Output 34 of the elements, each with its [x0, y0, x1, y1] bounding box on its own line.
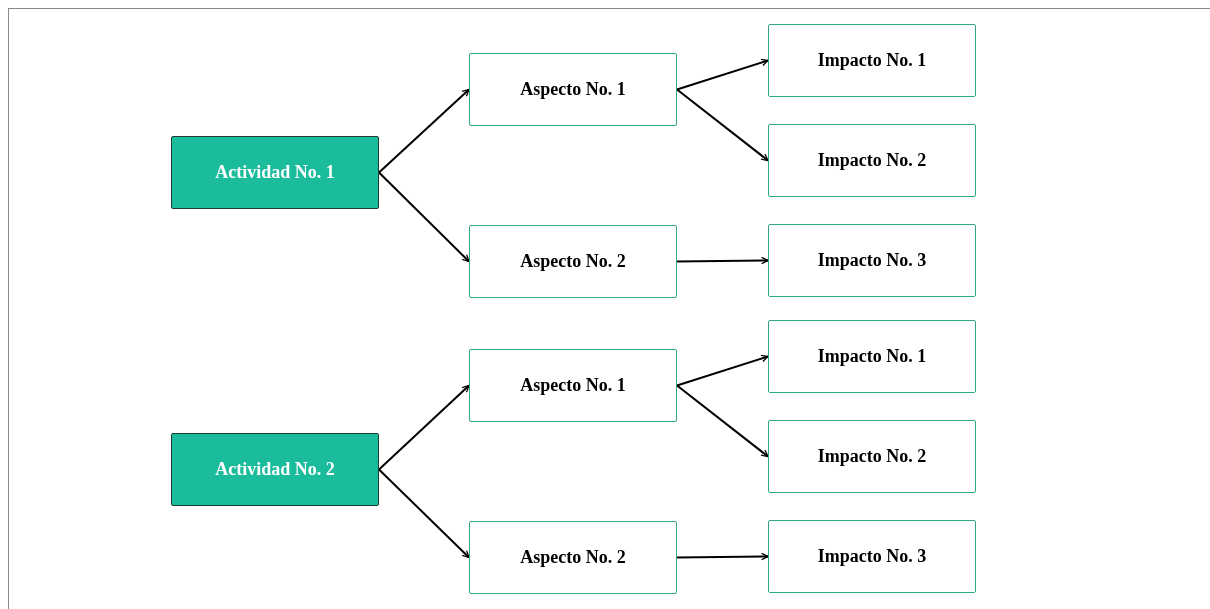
- box-label: Actividad No. 2: [215, 459, 335, 480]
- aspect-box: [768, 124, 976, 197]
- box-label: Aspecto No. 1: [520, 79, 626, 100]
- box-label: Aspecto No. 2: [520, 251, 626, 272]
- arrow: [378, 468, 470, 559]
- aspect-box: [469, 53, 677, 126]
- box-label: Impacto No. 1: [817, 346, 927, 367]
- aspect-box: [469, 349, 677, 422]
- arrow: [378, 88, 470, 174]
- activity-box: [171, 433, 379, 506]
- aspect-box: [469, 521, 677, 594]
- box-label: Impacto No. 3: [817, 546, 927, 567]
- aspect-box: [768, 224, 976, 297]
- box-label: Aspecto No. 1: [520, 375, 626, 396]
- aspect-box: [768, 420, 976, 493]
- box-label: Impacto No. 2: [817, 446, 927, 467]
- arrow: [676, 256, 769, 265]
- box-label: Impacto No. 3: [817, 250, 927, 271]
- arrow: [676, 58, 769, 91]
- arrow: [676, 552, 769, 561]
- box-label: Impacto No. 2: [817, 150, 927, 171]
- aspect-box: [768, 320, 976, 393]
- arrow: [676, 354, 769, 387]
- arrow: [676, 88, 769, 162]
- aspect-box: [768, 24, 976, 97]
- arrow: [676, 384, 769, 458]
- aspect-box: [469, 225, 677, 298]
- box-label: Impacto No. 1: [817, 50, 927, 71]
- activity-box: [171, 136, 379, 209]
- box-label: Aspecto No. 2: [520, 547, 626, 568]
- aspect-box: [768, 520, 976, 593]
- arrow: [378, 171, 470, 263]
- arrow: [378, 384, 470, 471]
- box-label: Actividad No. 1: [215, 162, 335, 183]
